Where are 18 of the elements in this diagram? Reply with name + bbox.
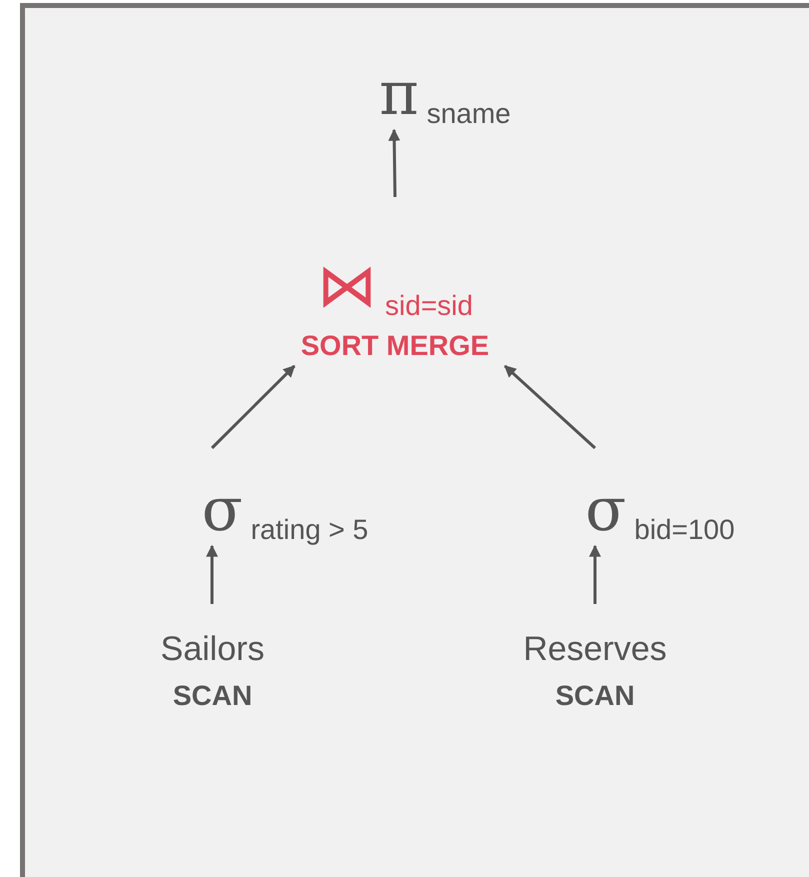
operator-symbol: ⋈: [317, 256, 378, 316]
relation-name: Sailors: [160, 632, 264, 666]
arrow: [210, 364, 296, 450]
operator-condition: sname: [426, 100, 511, 128]
algorithm-label: SORT MERGE: [300, 332, 490, 360]
arrow: [388, 128, 400, 198]
operator-symbol: σ: [202, 480, 243, 540]
operator-symbol: π: [379, 64, 419, 124]
operator-condition: sid=sid: [385, 292, 473, 320]
arrow: [589, 544, 601, 604]
arrow: [504, 364, 596, 450]
arrow: [206, 544, 218, 604]
operator-symbol: σ: [585, 480, 626, 540]
relation-name: Reserves: [523, 632, 667, 666]
operator-condition: bid=100: [634, 516, 735, 544]
operator-condition: rating > 5: [250, 516, 368, 544]
access-method-label: SCAN: [172, 682, 252, 710]
access-method-label: SCAN: [555, 682, 635, 710]
